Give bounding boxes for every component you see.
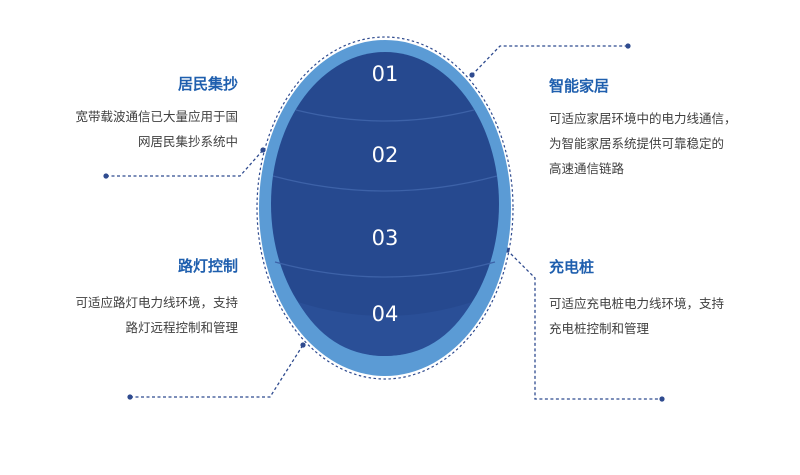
desc-line: 路灯远程控制和管理 (125, 320, 238, 335)
divider-3 (274, 261, 496, 278)
title-charging-pile: 充电桩 (549, 258, 595, 276)
connector-bottom-right (506, 249, 662, 400)
dot-bottom-left-start (300, 342, 306, 348)
connector-bottom-left (130, 344, 304, 398)
desc-line: 可适应家居环境中的电力线通信， (549, 111, 737, 126)
desc-line: 可适应路灯电力线环境，支持 (75, 295, 238, 310)
connector-top-left (106, 149, 264, 177)
desc-line: 为智能家居系统提供可靠稳定的 (549, 136, 725, 151)
segment-label-02: 02 (371, 143, 399, 167)
dot-bottom-left-end (127, 394, 133, 400)
dot-top-right-end (625, 43, 631, 49)
title-smart-home: 智能家居 (549, 77, 610, 95)
desc-line: 充电桩控制和管理 (549, 321, 650, 336)
desc-line: 可适应充电桩电力线环境，支持 (549, 296, 725, 311)
desc-meter-reading: 宽带载波通信已大量应用于国 网居民集抄系统中 (75, 104, 238, 154)
dot-top-left-end (103, 173, 109, 179)
segment-04-fill (298, 302, 472, 356)
dot-bottom-right-end (659, 396, 665, 402)
desc-smart-home: 可适应家居环境中的电力线通信， 为智能家居系统提供可靠稳定的 高速通信链路 (549, 106, 737, 181)
segment-label-04: 04 (371, 302, 399, 326)
segment-label-03: 03 (371, 226, 399, 250)
desc-line: 高速通信链路 (549, 161, 625, 176)
desc-streetlight-control: 可适应路灯电力线环境，支持 路灯远程控制和管理 (75, 290, 238, 340)
inner-body (271, 52, 499, 356)
divider-1 (295, 109, 475, 122)
title-streetlight-control: 路灯控制 (177, 257, 238, 275)
dot-top-left-start (260, 147, 266, 153)
dot-top-right-start (469, 72, 475, 78)
desc-charging-pile: 可适应充电桩电力线环境，支持 充电桩控制和管理 (549, 291, 724, 341)
segment-label-01: 01 (371, 62, 399, 86)
divider-2 (272, 175, 498, 192)
desc-line: 网居民集抄系统中 (137, 134, 238, 149)
outer-dashed-outline (256, 36, 514, 380)
title-meter-reading: 居民集抄 (177, 75, 238, 93)
connector-top-right (471, 45, 628, 76)
desc-line: 宽带载波通信已大量应用于国 (75, 109, 238, 124)
